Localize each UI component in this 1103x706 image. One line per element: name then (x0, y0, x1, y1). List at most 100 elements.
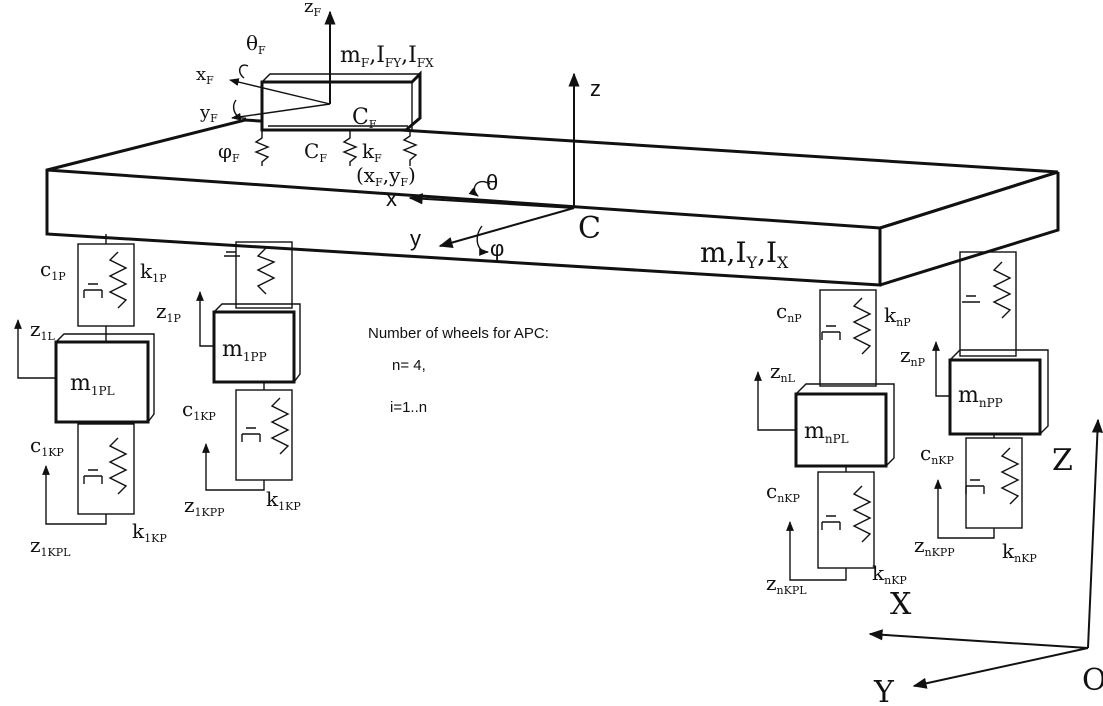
tyre-frame-1L (77, 423, 135, 515)
tyre-frame-1P (235, 389, 293, 481)
info-line1: Number of wheels for APC: (368, 325, 549, 342)
seat-box-top-edge (261, 73, 420, 83)
tyre-frame-nP (965, 437, 1023, 529)
spring-1P-rear (256, 247, 276, 295)
mass-mnPP (948, 358, 1042, 436)
body-axes: z x y θ φ C m,IY,IX (386, 72, 789, 272)
global-axes: Z X Y O (868, 418, 1103, 706)
arrow-znKPL (786, 521, 847, 581)
label-m1PL: m1PL (70, 371, 115, 398)
seat-position-label: (xF,yF) (356, 163, 416, 189)
label-c1P: c1P (40, 257, 66, 283)
seat-spring-right (402, 130, 418, 166)
damper-cnKP-left (821, 515, 841, 530)
label-cnKP-right: cnKP (920, 441, 955, 467)
spring-k1P (108, 251, 128, 309)
arrow-z1L (14, 319, 56, 379)
body-outline (45, 118, 1059, 287)
label-knKP-left: knKP (872, 561, 907, 587)
label-z1KPP: z1KPP (184, 493, 225, 519)
body-center-label: C (578, 211, 601, 246)
damper-c1KP-left (83, 469, 103, 484)
suspension-frame-1P (235, 241, 293, 309)
label-znKPP: znKPP (914, 533, 955, 559)
label-knKP-right: knKP (1002, 539, 1037, 565)
damper-cnP (821, 325, 841, 340)
theta-arc (468, 180, 491, 197)
label-mnPP: mnPP (958, 383, 1003, 410)
suspension-frame-nP (959, 251, 1017, 357)
spring-knP (852, 297, 872, 355)
spring-knKP-left (852, 485, 872, 543)
global-y-axis (912, 647, 1089, 689)
seat-center-label: CF (352, 105, 377, 131)
label-c1KP-right: c1KP (182, 397, 216, 423)
seat-spring-left (254, 130, 270, 166)
arrow-znP (932, 341, 950, 397)
spring-nP-rear (992, 261, 1012, 319)
global-x-axis (868, 629, 1089, 649)
wheel-n-right: znP mnPP cnKP knKP znKPP (900, 251, 1049, 565)
wheel-1-right: z1P m1PP c1KP k1KP z1KPP (156, 241, 301, 519)
info-line3: i=1..n (390, 399, 427, 416)
global-y-label: Y (873, 675, 895, 706)
body-x-axis (408, 193, 575, 209)
wheel-1-left: c1P k1P z1L m1PL c1KP k1KP z1KPL (14, 234, 167, 559)
label-znKPL: znKPL (766, 571, 807, 597)
spring-k1KP-left (108, 437, 128, 495)
body-theta-label: θ (486, 170, 498, 195)
phi-arc (476, 225, 489, 256)
label-cnKP-left: cnKP (766, 479, 801, 505)
global-z-label: Z (1052, 443, 1073, 478)
body-y-label: y (410, 226, 421, 251)
label-znL: znL (770, 359, 796, 385)
label-z1KPL: z1KPL (30, 533, 71, 559)
label-mnPL: mnPL (804, 419, 849, 446)
vehicle-body (45, 118, 1060, 287)
seat-theta-label: θF (246, 31, 266, 57)
damper-cnKP-right (965, 479, 985, 494)
body-y-axis (438, 207, 575, 248)
body-z-label: z (590, 76, 601, 101)
global-origin-label: O (1082, 663, 1103, 698)
info-line2: n= 4, (392, 357, 426, 374)
wheel-n-left: cnP knP znL mnPL cnKP knKP znKPL (754, 289, 911, 597)
suspension-frame-1L (77, 243, 135, 327)
body-side-edge (879, 172, 1060, 287)
arrow-z1P (196, 291, 214, 347)
label-z1L: z1L (30, 317, 56, 343)
mass-m1PP (212, 310, 296, 384)
label-k1KP-right: k1KP (266, 487, 301, 513)
label-cnP: cnP (776, 299, 802, 325)
seat-box-outline (260, 70, 422, 132)
seat-theta-arc (238, 64, 249, 79)
seat-x-label: xF (196, 64, 214, 87)
seat-x-axis (229, 78, 331, 105)
seat-y-axis (231, 103, 331, 121)
damper-c1P (83, 283, 103, 298)
mass-m1PL (54, 340, 150, 424)
label-znP: znP (900, 343, 926, 369)
spring-k1KP-right (270, 397, 290, 455)
seat-z-label: zF (304, 0, 321, 19)
seat-spring-mid (342, 130, 358, 166)
seat-phi-label: φF (218, 139, 240, 165)
label-m1PP: m1PP (222, 337, 267, 364)
global-z-axis (1087, 418, 1103, 649)
seat-mass-label: mF,IFY,IFX (340, 43, 434, 70)
seat-phi-arc (232, 99, 247, 119)
global-x-label: X (890, 587, 912, 622)
label-z1P: z1P (156, 299, 182, 325)
label-k1KP-left: k1KP (132, 519, 167, 545)
seat-damper-label: CF (304, 139, 327, 165)
body-phi-label: φ (490, 236, 504, 261)
suspension-frame-nL (819, 289, 877, 387)
info-block: Number of wheels for APC: n= 4, i=1..n (368, 325, 549, 416)
body-x-label: x (386, 186, 397, 211)
label-c1KP-left: c1KP (30, 433, 64, 459)
damper-c1KP-right (241, 427, 261, 442)
spring-knKP-right (1000, 447, 1020, 505)
arrow-znKPP (934, 479, 995, 539)
arrow-znL (754, 371, 796, 431)
